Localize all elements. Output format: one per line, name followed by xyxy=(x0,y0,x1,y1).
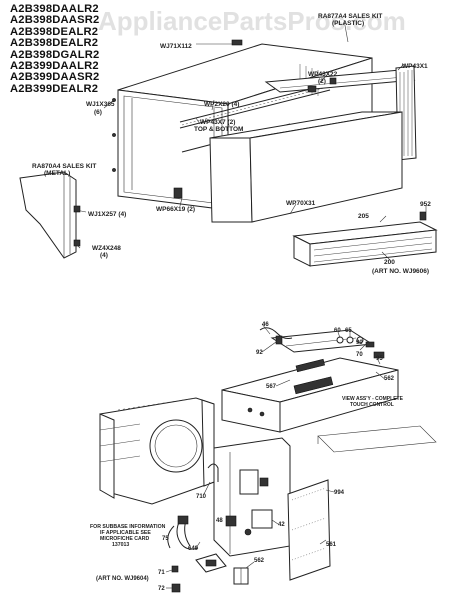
part-label: 994 xyxy=(334,490,345,496)
model-number: A2B398DAALR2 xyxy=(10,3,99,15)
part-label: 48 xyxy=(216,518,223,524)
part-label: RA877A4 SALES KIT xyxy=(318,13,382,20)
part-label: WP43X7 (2) xyxy=(200,119,235,126)
fan-shroud-bulkhead xyxy=(99,397,215,505)
part-label: (PLASTIC) xyxy=(332,20,364,27)
part-label: 200 xyxy=(384,259,395,266)
part-label: 46 xyxy=(262,322,269,328)
leader-lines-upper xyxy=(75,19,427,261)
part-label: 952 xyxy=(420,201,431,208)
part-label: RA870A4 SALES KIT xyxy=(32,163,96,170)
part-label: VIEW ASS'Y - COMPLETE xyxy=(342,396,404,402)
model-number-list: A2B398DAALR2 A2B398DAASR2 A2B398DEALR2 A… xyxy=(10,3,100,95)
part-label: 72 xyxy=(158,586,165,592)
clip-part xyxy=(173,187,183,199)
subbase-note: IF APPLICABLE SEE xyxy=(100,530,151,536)
part-label: (METAL) xyxy=(44,170,70,177)
clip-part xyxy=(307,85,317,93)
leader-lines-lower xyxy=(165,323,387,589)
part-label: 95 xyxy=(376,356,383,362)
part-label: 562 xyxy=(254,558,265,564)
part-label: 65 xyxy=(345,328,352,334)
control-box-housing xyxy=(221,357,399,433)
part-label: (6) xyxy=(94,109,102,116)
part-label: WP43X22 xyxy=(308,71,338,78)
part-label: TOP & BOTTOM xyxy=(194,126,243,133)
model-number: A2B398DAASR2 xyxy=(10,14,100,27)
part-label: 561 xyxy=(326,542,337,548)
model-number: A2B398DEALR2 xyxy=(10,25,99,38)
part-label: (ART NO. WJ9606) xyxy=(372,268,429,275)
part-label: 567 xyxy=(266,384,277,390)
subbase-note: 137013 xyxy=(112,542,129,548)
part-label: 70 xyxy=(356,352,363,358)
part-label: 75 xyxy=(162,536,169,542)
part-label: 42 xyxy=(278,522,285,528)
part-label: WP70X31 xyxy=(286,200,316,207)
part-label: 710 xyxy=(196,494,207,500)
part-label: WP43X1 xyxy=(402,63,428,70)
part-label: TOUCH CONTROL xyxy=(350,402,394,408)
electrical-bracket-assembly xyxy=(213,437,291,557)
part-label: (2) xyxy=(318,78,326,85)
model-number: A2B399DAASR2 xyxy=(10,71,100,84)
part-label: 60 xyxy=(334,328,341,334)
part-label: 562 xyxy=(384,376,395,382)
part-label: (ART NO. WJ9604) xyxy=(96,576,149,582)
part-label: WJ71X112 xyxy=(160,43,192,50)
part-label: 205 xyxy=(358,213,369,220)
part-label: WZ4X248 xyxy=(92,245,121,252)
subbase-note: FOR SUBBASE INFORMATION xyxy=(90,524,166,530)
part-label: (4) xyxy=(100,252,108,259)
part-label: WJ1X365 xyxy=(86,101,115,108)
model-number: A2B398DEALR2 xyxy=(10,37,99,50)
model-number: A2B398DGALR2 xyxy=(10,48,100,61)
part-label: 90 xyxy=(356,340,363,346)
clip-part xyxy=(329,77,337,85)
part-label: 71 xyxy=(158,570,165,576)
filter-slide xyxy=(292,211,438,267)
wire-harness-and-capacitor xyxy=(167,515,249,593)
part-label: 640 xyxy=(188,546,199,552)
clip-part xyxy=(207,463,219,482)
part-label: WP2X20 (4) xyxy=(204,101,239,108)
part-label: WJ1X257 (4) xyxy=(88,211,126,218)
part-label: WP66X19 (2) xyxy=(156,206,195,213)
model-number: A2B399DEALR2 xyxy=(10,82,99,95)
metal-side-bracket xyxy=(19,171,81,259)
part-label: 92 xyxy=(256,350,263,356)
side-cover-panel xyxy=(287,479,331,581)
watermark-text: AppliancePartsPros.com xyxy=(98,6,406,36)
subbase-note: MICROFICHE CARD xyxy=(100,536,150,542)
model-number: A2B399DAALR2 xyxy=(10,60,99,73)
front-panel xyxy=(209,111,403,223)
